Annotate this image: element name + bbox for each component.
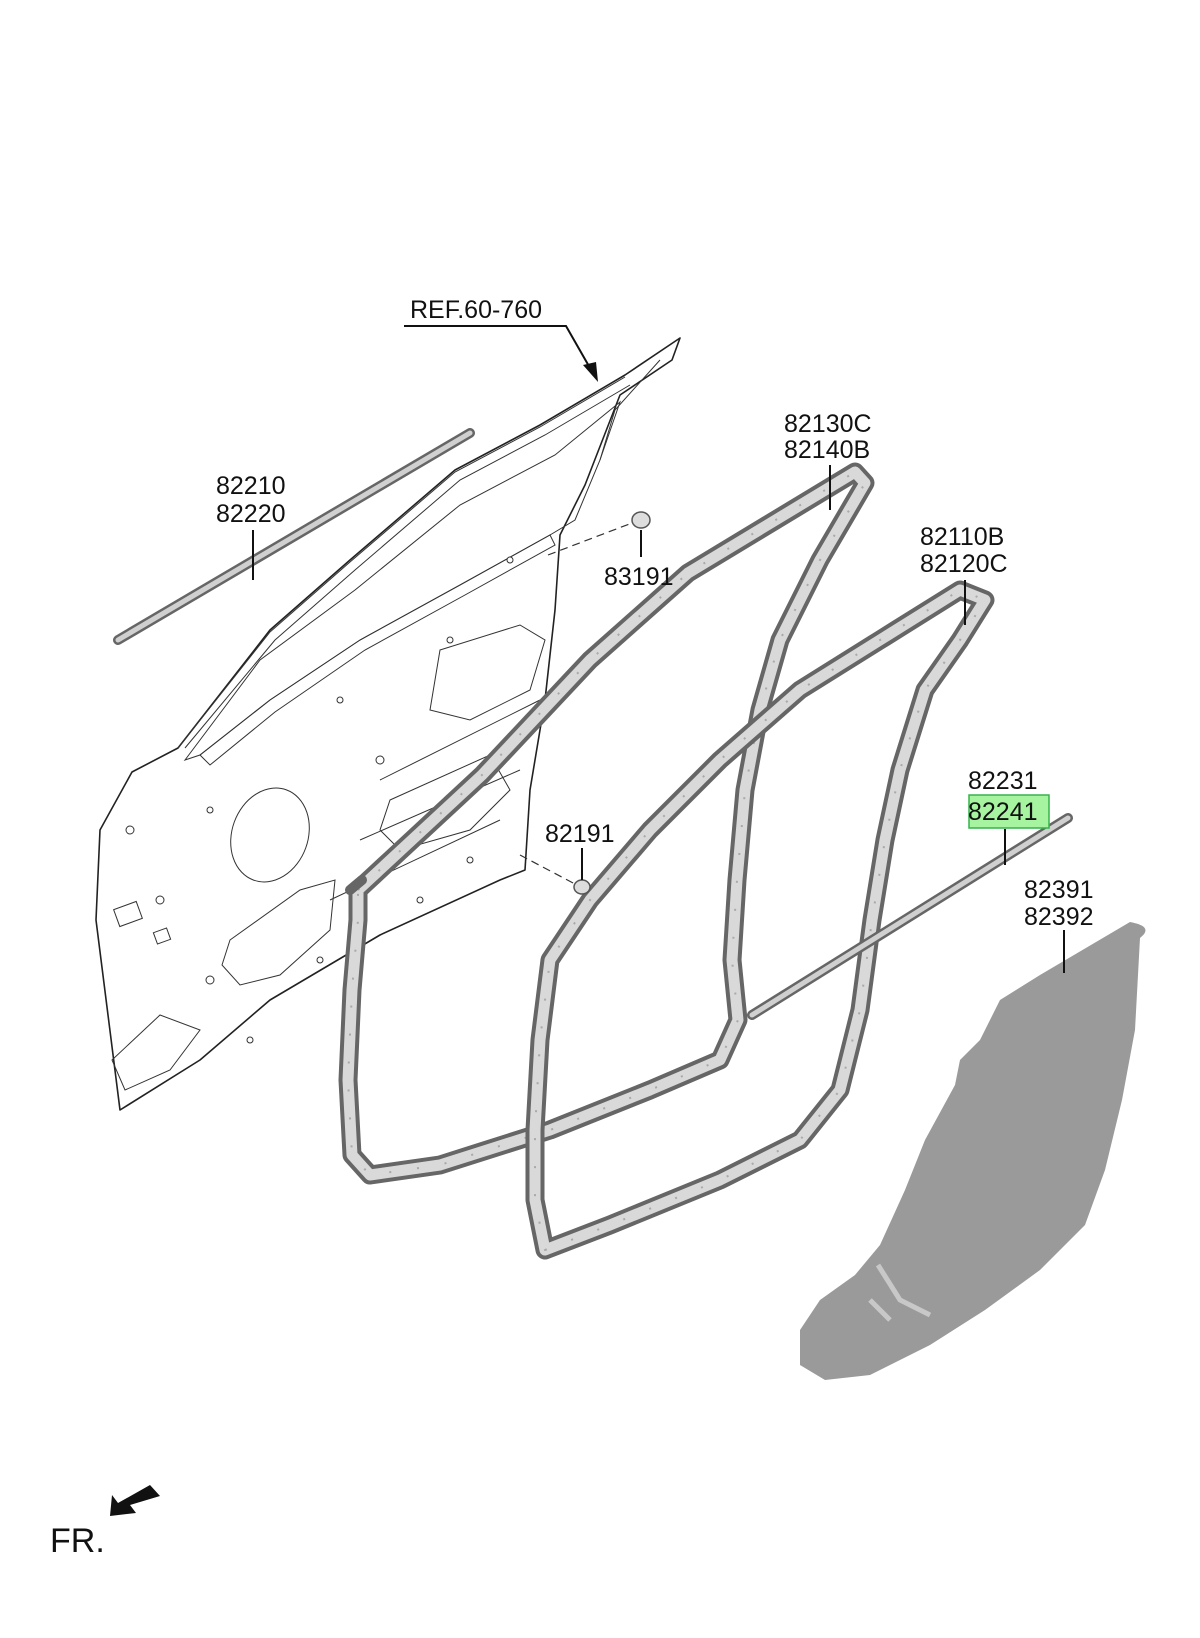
part-82241[interactable]: 82241 [968, 798, 1038, 826]
inner-belt-strip[interactable] [747, 813, 1073, 1020]
highlight-box [968, 794, 1050, 829]
clip-upper-83191[interactable] [547, 511, 651, 556]
front-direction-indicator: FR. [50, 1485, 160, 1560]
leader-lines [252, 325, 1065, 973]
belt-moulding-strip[interactable] [113, 428, 475, 645]
sealing-cover[interactable] [800, 922, 1146, 1380]
part-82140b[interactable]: 82140B [784, 436, 870, 464]
part-82392[interactable]: 82392 [1024, 903, 1094, 931]
door-panel [95, 337, 681, 1111]
part-82110b[interactable]: 82110B [920, 523, 1004, 551]
body-side-seal[interactable] [525, 580, 995, 1260]
part-82191[interactable]: 82191 [545, 820, 615, 848]
part-82391[interactable]: 82391 [1024, 876, 1094, 904]
door-frame-seal[interactable] [338, 462, 875, 1185]
part-83191[interactable]: 83191 [604, 563, 674, 591]
ref-label[interactable]: REF.60-760 [410, 296, 542, 324]
front-arrow-icon [110, 1485, 160, 1516]
front-label: FR. [50, 1522, 105, 1560]
part-82210[interactable]: 82210 [216, 472, 286, 500]
part-82220[interactable]: 82220 [216, 500, 286, 528]
part-82130c[interactable]: 82130C [784, 410, 872, 438]
part-82231[interactable]: 82231 [968, 767, 1038, 795]
clip-lower-82191[interactable] [519, 854, 591, 895]
part-82120c[interactable]: 82120C [920, 550, 1008, 578]
